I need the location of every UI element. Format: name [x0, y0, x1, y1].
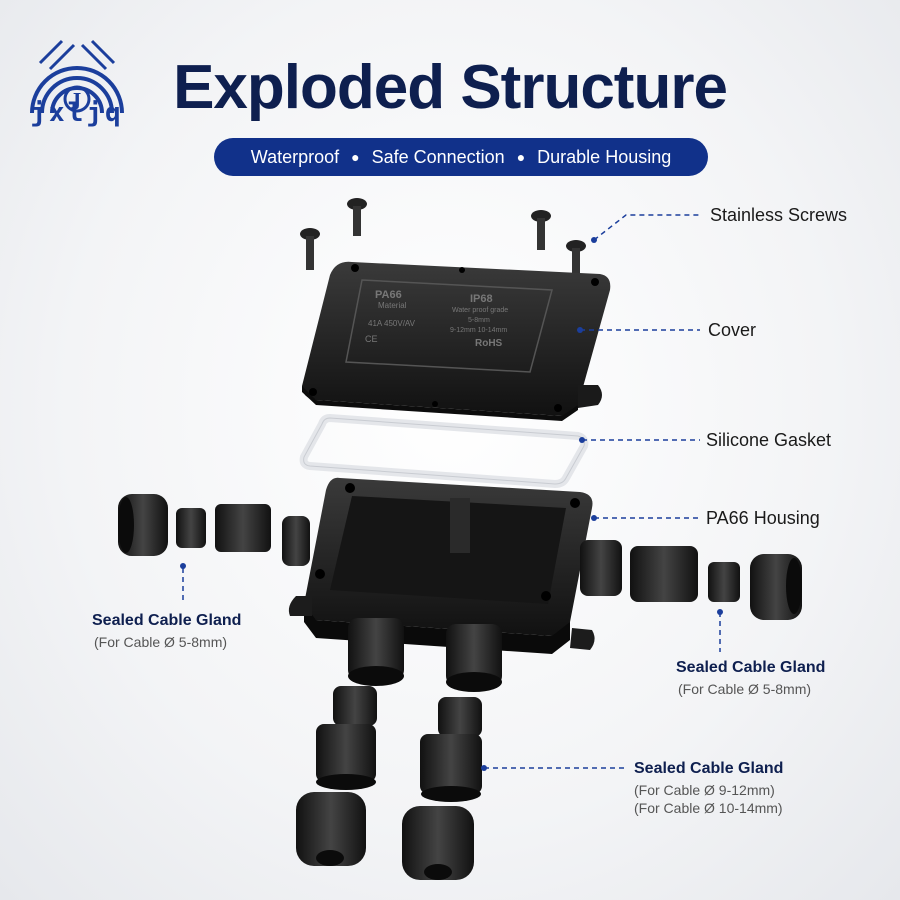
cover-ce-text: CE	[365, 334, 378, 344]
feature-waterproof: Waterproof	[250, 146, 340, 167]
feature-durable-housing: Durable Housing	[537, 146, 672, 167]
right-cable-gland-icon	[580, 540, 802, 620]
cover-grade-text: IP68	[470, 293, 493, 305]
page-title: Exploded Structure	[173, 53, 728, 122]
brand-logo-text: jxljq	[30, 98, 124, 128]
left-cable-gland-icon	[118, 494, 310, 566]
bottom-gland-sub-1: (For Cable Ø 9-12mm)	[634, 782, 775, 798]
bottom-gland-sub-2: (For Cable Ø 10-14mm)	[634, 800, 783, 816]
feature-pill: Waterproof ● Safe Connection ● Durable H…	[214, 138, 708, 176]
bottom-ports-icon	[348, 618, 502, 692]
cover-rohs-text: RoHS	[475, 338, 503, 349]
right-gland-title: Sealed Cable Gland	[676, 659, 826, 676]
bullet-separator: ●	[351, 149, 360, 165]
cover-rating-text: 41A 450V/AV	[368, 319, 416, 328]
stainless-screws-icon	[300, 198, 586, 282]
callout-stainless-screws: Stainless Screws	[710, 205, 848, 225]
callout-silicone-gasket: Silicone Gasket	[706, 430, 832, 450]
callout-pa66-housing: PA66 Housing	[706, 508, 820, 528]
bottom-gland-title: Sealed Cable Gland	[634, 760, 784, 777]
cover-material-text: PA66	[375, 289, 402, 301]
svg-text:J: J	[71, 90, 82, 111]
callout-dots	[180, 237, 723, 771]
callout-cover: Cover	[708, 320, 757, 340]
bullet-separator: ●	[516, 149, 526, 165]
feature-safe-connection: Safe Connection	[371, 146, 505, 167]
cover-icon: PA66 Material IP68 Water proof grade 5-8…	[302, 261, 611, 421]
cover-range-1: 5-8mm	[468, 317, 490, 324]
pa66-housing-icon	[288, 477, 595, 654]
right-gland-sub: (For Cable Ø 5-8mm)	[678, 681, 812, 697]
cover-grade-label: Water proof grade	[452, 307, 508, 314]
left-gland-sub: (For Cable Ø 5-8mm)	[94, 634, 228, 650]
cover-material-label: Material	[378, 301, 407, 310]
callout-lines	[182, 214, 721, 769]
silicone-gasket-icon	[299, 413, 589, 489]
left-gland-title: Sealed Cable Gland	[92, 612, 242, 629]
cover-range-2: 9-12mm 10-14mm	[450, 327, 507, 334]
brand-logo-icon: J	[30, 39, 124, 114]
bottom-cable-gland-icon	[296, 686, 482, 880]
